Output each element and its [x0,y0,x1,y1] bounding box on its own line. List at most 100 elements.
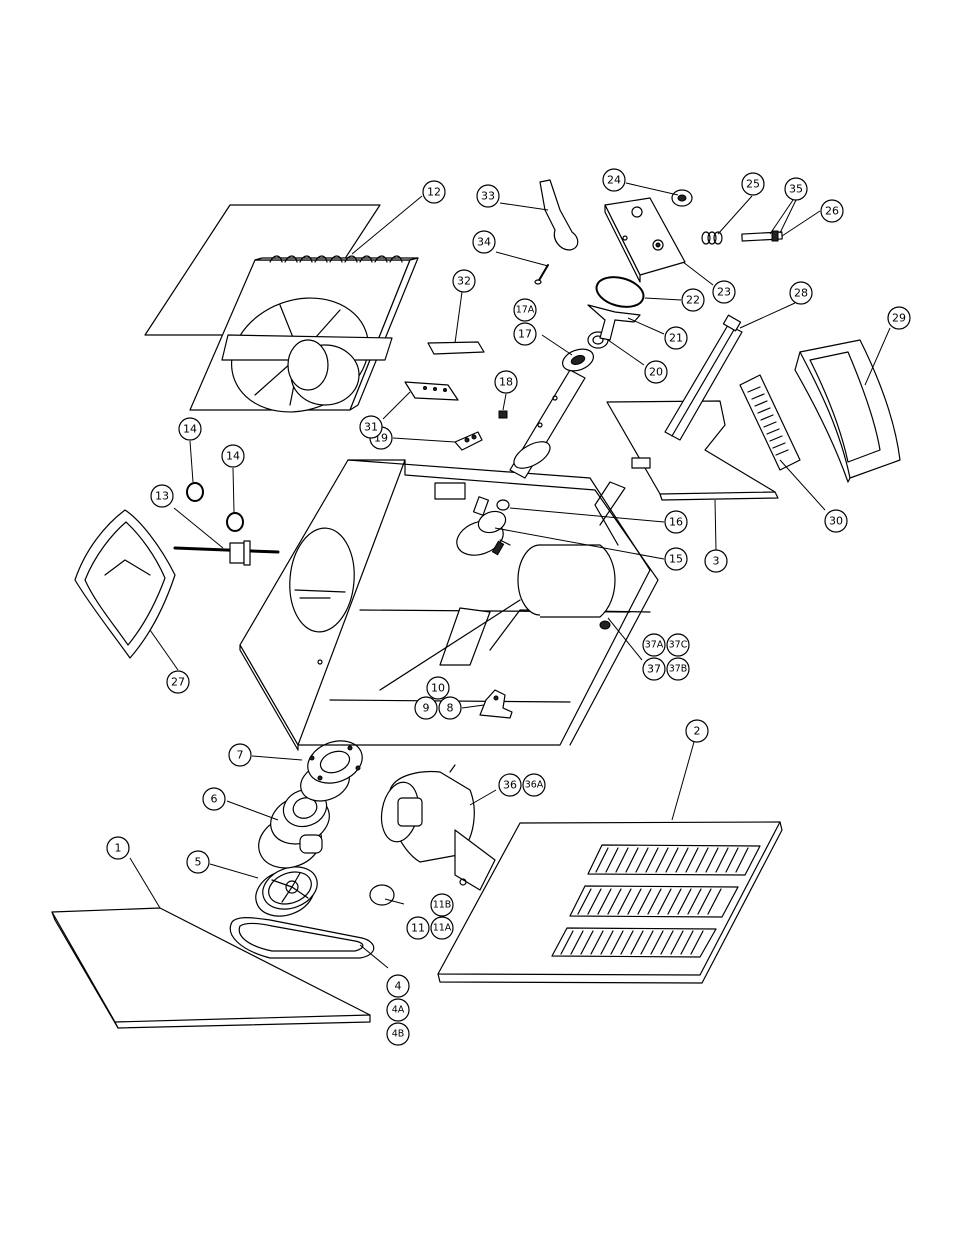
callout-4A: 4A [387,999,409,1021]
callout-label: 7 [237,749,244,762]
callout-label: 21 [669,332,683,345]
callout-label: 14 [226,450,240,463]
part-ring-b [227,513,243,531]
callout-37B: 37B [667,658,689,680]
callout-29: 29 [888,307,910,329]
callout-7: 7 [229,744,251,766]
callout-24: 24 [603,169,625,191]
callout-11B: 11B [431,894,453,916]
callout-label: 27 [171,676,185,689]
callout-label: 11 [411,922,425,935]
callout-label: 33 [481,190,495,203]
part-wire-rod [595,482,625,545]
callout-9: 9 [415,697,437,719]
callout-37: 37 [643,658,665,680]
callout-label: 17A [516,305,535,316]
callout-21: 21 [665,327,687,349]
callout-label: 11A [433,923,452,934]
part-filter-frame [795,340,900,482]
part-handle [540,180,578,250]
callout-label: 32 [457,275,471,288]
part-screw [535,265,548,284]
part-front-grille [438,822,782,983]
callout-label: 30 [829,515,843,528]
callout-label: 1 [115,842,122,855]
part-condenser-fan [145,205,418,431]
callout-label: 31 [364,421,378,434]
callout-26: 26 [821,200,843,222]
callout-label: 6 [211,793,218,806]
callout-label: 37A [645,640,664,651]
callout-22: 22 [682,289,704,311]
callout-15: 15 [665,548,687,570]
callout-label: 36 [503,779,517,792]
callout-label: 20 [649,366,663,379]
callout-17A: 17A [514,299,536,321]
callout-23: 23 [713,281,735,303]
callout-5: 5 [187,851,209,873]
callout-label: 3 [713,555,720,568]
callout-30: 30 [825,510,847,532]
callout-25: 25 [742,173,764,195]
callout-label: 29 [892,312,906,325]
callout-label: 26 [825,205,839,218]
callout-16: 16 [665,511,687,533]
callout-label: 34 [477,236,491,249]
callout-37C: 37C [667,634,689,656]
part-spring [702,232,722,244]
part-tank [518,545,615,629]
part-fan-shaft [175,541,278,565]
part-hood [75,510,175,658]
callout-label: 22 [686,294,700,307]
callout-37A: 37A [643,634,665,656]
callout-label: 8 [447,702,454,715]
callout-label: 37B [669,664,688,675]
callout-8: 8 [439,697,461,719]
callout-28: 28 [790,282,812,304]
callout-11A: 11A [431,917,453,939]
callout-label: 4B [392,1029,405,1040]
callout-20: 20 [645,361,667,383]
callout-13: 13 [151,485,173,507]
callout-2: 2 [686,720,708,742]
callout-label: 4 [395,980,402,993]
callout-4: 4 [387,975,409,997]
callout-label: 2 [694,725,701,738]
part-cap-nut [672,190,692,206]
callout-14b: 14 [222,445,244,467]
callout-10: 10 [427,677,449,699]
callout-18: 18 [495,371,517,393]
callout-label: 13 [155,490,169,503]
callout-27: 27 [167,671,189,693]
part-louver-grill [740,375,800,470]
callout-label: 4A [392,1005,405,1016]
callout-3: 3 [705,550,727,572]
callout-33: 33 [477,185,499,207]
callout-35: 35 [785,178,807,200]
callout-31: 31 [360,416,382,438]
callout-11: 11 [407,917,429,939]
callout-label: 16 [669,516,683,529]
callout-label: 10 [431,682,445,695]
callout-17: 17 [514,323,536,345]
part-block [605,198,685,282]
part-clip [455,432,482,450]
callout-label: 15 [669,553,683,566]
callout-label: 11B [433,900,452,911]
callout-6: 6 [203,788,225,810]
callout-34: 34 [473,231,495,253]
part-small-nut [499,411,507,418]
callout-label: 37C [669,640,688,651]
part-bracket [480,690,512,718]
part-motor [377,765,495,890]
callout-label: 36A [525,780,544,791]
callout-4B: 4B [387,1023,409,1045]
callout-label: 24 [607,174,621,187]
part-pulley [249,860,323,924]
callout-label: 35 [789,183,803,196]
callout-1: 1 [107,837,129,859]
callout-label: 28 [794,287,808,300]
callout-36: 36 [499,774,521,796]
part-plate [405,382,458,400]
